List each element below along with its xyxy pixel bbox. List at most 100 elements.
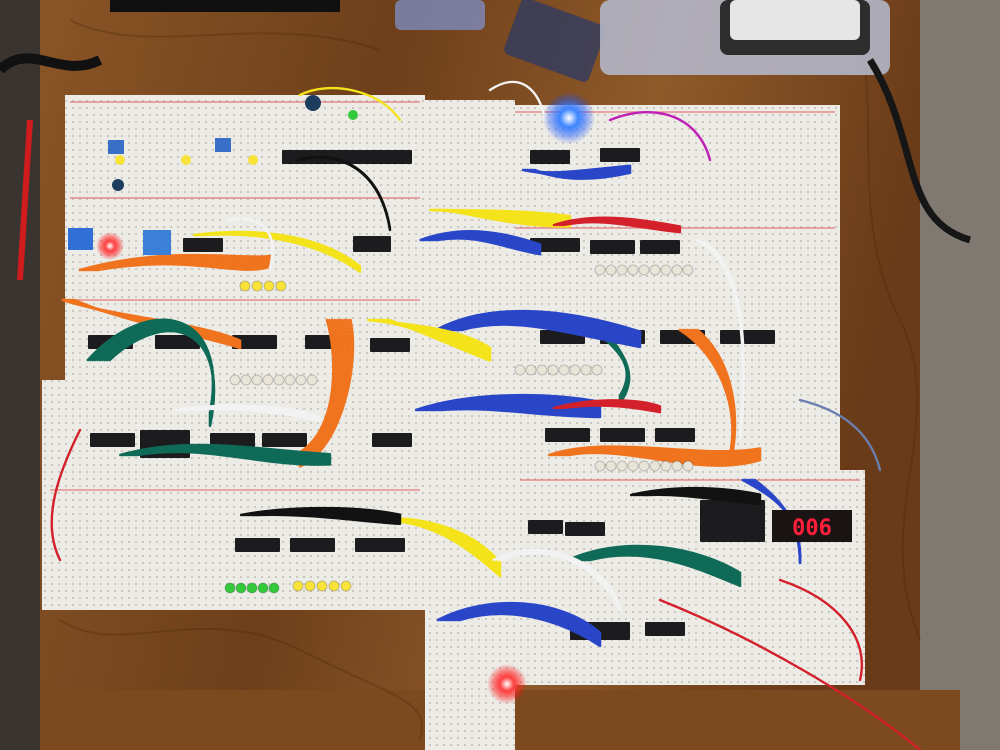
- led-clear: [594, 264, 606, 276]
- wire-black: [254, 513, 402, 526]
- wire-green: [135, 450, 332, 466]
- led-yellow: [316, 580, 328, 592]
- wire-blue: [435, 236, 542, 256]
- led-clear: [682, 264, 694, 276]
- wire-red: [562, 220, 682, 234]
- tin-label: [730, 0, 860, 40]
- capacitor: [305, 95, 321, 111]
- red-led-glow-left: [96, 232, 124, 260]
- wire-white: [500, 551, 622, 613]
- led-clear: [547, 364, 559, 376]
- ic-chip: [262, 433, 307, 447]
- ic-chip: [290, 538, 335, 552]
- breadboard-left-lower-holes: [42, 380, 427, 610]
- wire-orange: [298, 318, 343, 460]
- led-clear: [649, 460, 661, 472]
- led-yellow: [248, 155, 258, 165]
- led-clear: [616, 264, 628, 276]
- dev-board-top: [110, 0, 340, 12]
- led-yellow: [275, 280, 287, 292]
- wire-orange: [298, 318, 337, 456]
- ic-chip: [355, 538, 405, 552]
- ic-chip: [90, 433, 135, 447]
- led-clear: [649, 264, 661, 276]
- ic-chip: [353, 236, 391, 252]
- wire-orange: [298, 318, 339, 457]
- ic-chip: [210, 433, 255, 447]
- wire-orange: [567, 451, 762, 467]
- led-yellow: [263, 280, 275, 292]
- potentiometer: [108, 140, 124, 154]
- cable-top-left: [0, 53, 103, 74]
- ic-chip: [232, 335, 277, 349]
- led-clear: [525, 364, 537, 376]
- wire-yellow: [387, 318, 492, 362]
- wire-black: [298, 156, 392, 232]
- led-green: [257, 582, 269, 594]
- ic-chip: [530, 150, 570, 164]
- wire-blue: [460, 323, 642, 349]
- blue-led-glow: [543, 92, 595, 144]
- potentiometer-2: [215, 138, 231, 152]
- ic-chip: [700, 500, 765, 542]
- led-green: [235, 582, 247, 594]
- led-clear: [591, 364, 603, 376]
- led-clear: [229, 374, 241, 386]
- ic-chip: [155, 335, 200, 349]
- led-yellow: [328, 580, 340, 592]
- ic-chip: [528, 520, 563, 534]
- led-clear: [514, 364, 526, 376]
- cable-right: [867, 58, 971, 244]
- led-green: [224, 582, 236, 594]
- led-yellow: [304, 580, 316, 592]
- led-clear: [536, 364, 548, 376]
- wire-yellow: [388, 518, 502, 578]
- wire-red: [562, 404, 662, 414]
- led-clear: [605, 460, 617, 472]
- breadboard-array: [42, 95, 865, 750]
- led-clear: [273, 374, 285, 386]
- led-green: [246, 582, 258, 594]
- led-clear: [284, 374, 296, 386]
- led-clear: [262, 374, 274, 386]
- led-clear: [580, 364, 592, 376]
- led-clear: [671, 264, 683, 276]
- ic-chip: [530, 238, 580, 252]
- ic-chip: [372, 433, 412, 447]
- wire-orange: [298, 318, 345, 462]
- breadboard-center-holes: [425, 100, 515, 750]
- plastic-bag: [395, 0, 485, 30]
- wire-black: [644, 493, 762, 506]
- wire-orange: [696, 328, 737, 466]
- wire-white: [698, 238, 745, 442]
- probe-lead-red: [17, 119, 33, 281]
- led-clear: [660, 460, 672, 472]
- ic-chip: [183, 238, 223, 252]
- jumper-wires: [50, 80, 922, 750]
- seven-segment-readout: 006: [792, 516, 832, 541]
- wire-green: [108, 329, 216, 428]
- led-green: [348, 110, 358, 120]
- wire-white: [228, 217, 274, 272]
- led-clear: [660, 264, 672, 276]
- led-yellow: [115, 155, 125, 165]
- wire-white: [181, 407, 322, 423]
- dip-switch-small: [68, 228, 93, 250]
- wire-white: [488, 80, 547, 122]
- ic-chip: [235, 538, 280, 552]
- led-yellow: [340, 580, 352, 592]
- ic-chip: [655, 428, 695, 442]
- led-clear: [671, 460, 683, 472]
- wire-green: [588, 553, 742, 588]
- ic-chip: [645, 622, 685, 636]
- wire-red: [50, 428, 82, 562]
- led-clear: [594, 460, 606, 472]
- led-yellow: [181, 155, 191, 165]
- led-clear: [627, 460, 639, 472]
- wire-red: [778, 578, 864, 682]
- led-clear: [616, 460, 628, 472]
- led-green: [268, 582, 280, 594]
- led-yellow: [239, 280, 251, 292]
